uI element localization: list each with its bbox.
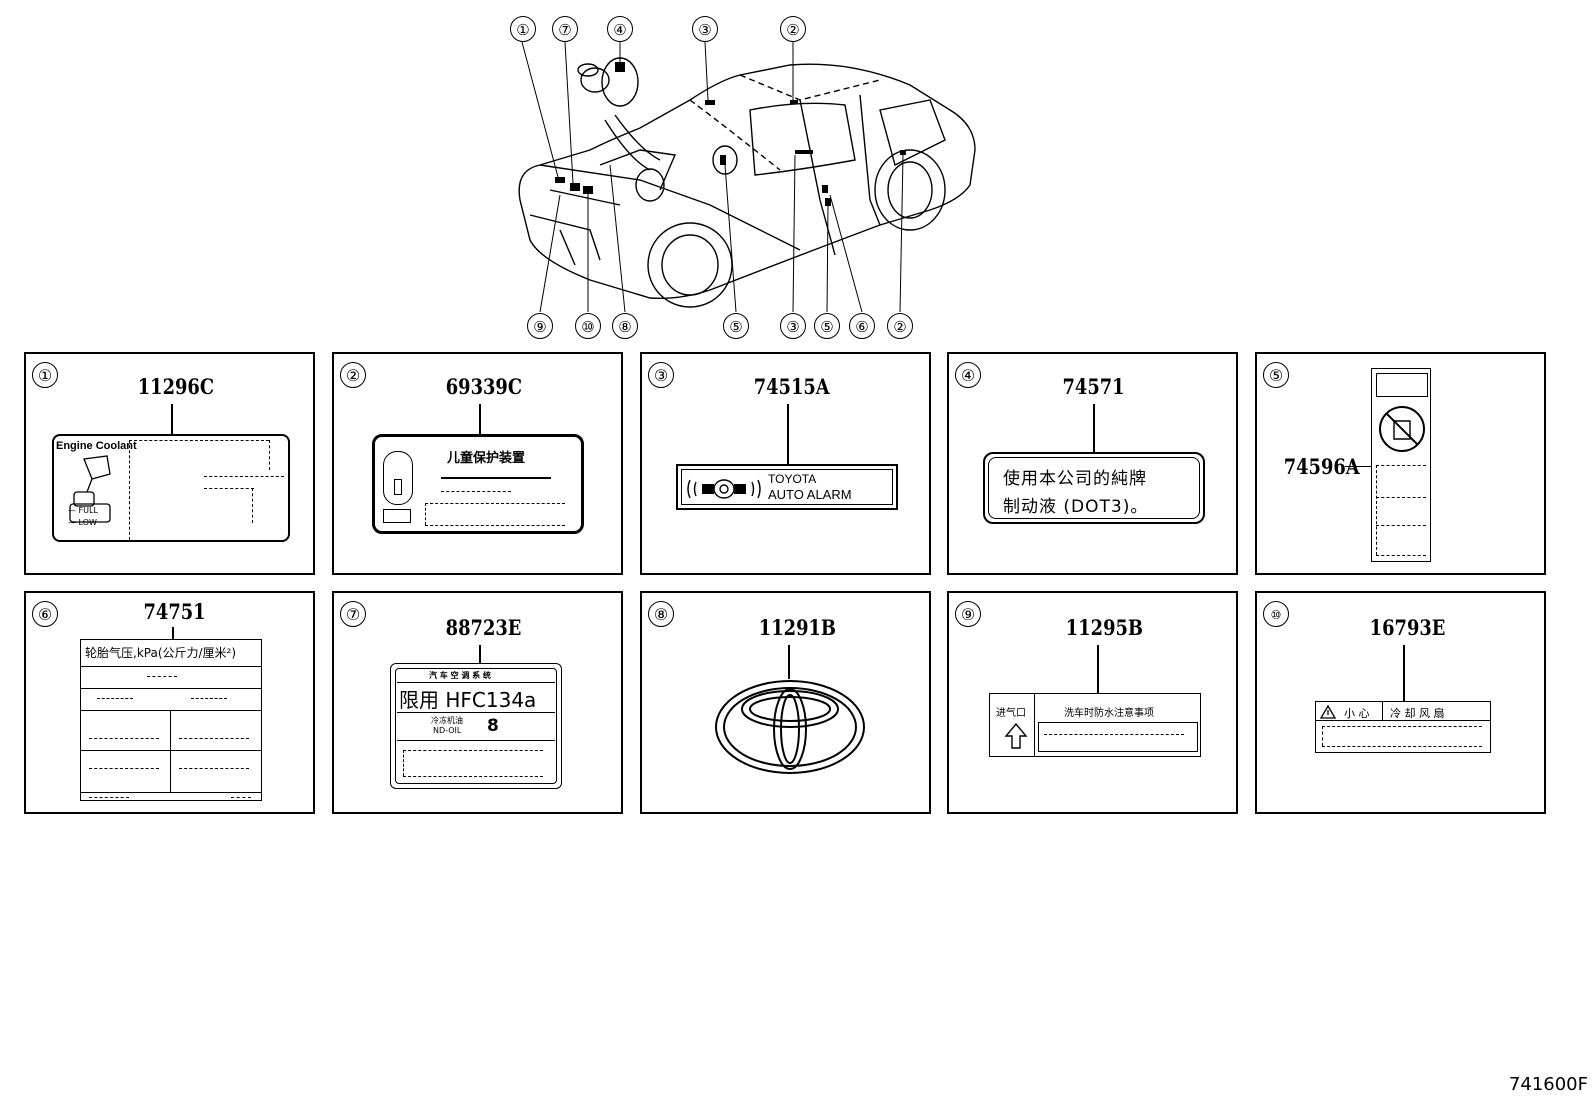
panel-number: ⑦ <box>340 601 366 627</box>
part-number: 11296C <box>137 374 215 399</box>
callout-bottom-9: ⑨ <box>527 313 553 339</box>
brake-fluid-line2: 制动液 (DOT3)。 <box>1003 497 1149 517</box>
cooling-fan-text: 冷 却 风 扇 <box>1390 707 1445 720</box>
brake-fluid-label: 使用本公司的純牌 制动液 (DOT3)。 <box>983 452 1205 524</box>
callout-top-1: ① <box>510 16 536 42</box>
part-number: 74751 <box>143 599 206 624</box>
panel-number: ⑨ <box>955 601 981 627</box>
panel-number: ④ <box>955 362 981 388</box>
callout-bottom-8: ⑧ <box>612 313 638 339</box>
callout-bottom-5a: ⑤ <box>723 313 749 339</box>
panel-8: ⑧ 11291B <box>640 591 931 814</box>
callout-top-3: ③ <box>692 16 718 42</box>
up-arrow-icon <box>1004 722 1028 749</box>
air-intake-right: 洗车时防水注意事项 <box>1064 708 1154 719</box>
panel-5: ⑤ 74596A <box>1255 352 1546 575</box>
callout-top-2: ② <box>780 16 806 42</box>
panel-9: ⑨ 11295B 进气口 洗车时防水注意事项 <box>947 591 1238 814</box>
coolant-title: Engine Coolant <box>56 440 137 452</box>
callout-top-7: ⑦ <box>552 16 578 42</box>
air-intake-left: 进气口 <box>996 708 1026 719</box>
warning-triangle-icon <box>1320 705 1336 719</box>
part-number: 16793E <box>1369 615 1446 640</box>
panel-3: ③ 74515A TOYOTA AUTO ALARM <box>640 352 931 575</box>
coolant-label: Engine Coolant — FULL — LOW <box>52 434 290 542</box>
tire-pressure-label: 轮胎气压,kPa(公斤力/厘米²) <box>80 639 262 801</box>
panel-number: ③ <box>648 362 674 388</box>
callout-bottom-10: ⑩ <box>575 313 601 339</box>
coolant-full: — FULL <box>68 506 98 515</box>
ac-sub-text: 冷冻机油 <box>431 716 463 725</box>
ac-oil-text: ND-OIL <box>433 726 462 735</box>
coolant-pour-icon <box>69 455 111 523</box>
car-illustration <box>518 41 976 313</box>
ac-top-text: 汽 车 空 调 系 统 <box>429 671 491 680</box>
child-lock-label: 儿童保护装置 <box>372 434 584 534</box>
alarm-line2: AUTO ALARM <box>768 487 852 502</box>
panel-10: ⑩ 16793E 小 心 冷 却 风 扇 <box>1255 591 1546 814</box>
callout-top-4: ④ <box>607 16 633 42</box>
ac-oil-number: 8 <box>487 716 499 736</box>
callout-bottom-5b: ⑤ <box>814 313 840 339</box>
panel-1: ① 11296C Engine Coolant — FULL — LOW <box>24 352 315 575</box>
no-child-seat-icon <box>1379 406 1425 452</box>
toyota-emblem <box>715 680 865 774</box>
ac-main-text: 限用 HFC134a <box>399 688 537 712</box>
panel-2: ② 69339C 儿童保护装置 <box>332 352 623 575</box>
alarm-line1: TOYOTA <box>768 472 817 486</box>
part-number: 88723E <box>445 615 522 640</box>
warning-strip-label <box>1371 368 1431 562</box>
tire-pressure-header: 轮胎气压,kPa(公斤力/厘米²) <box>85 646 237 660</box>
alarm-label: TOYOTA AUTO ALARM <box>676 464 898 510</box>
part-number: 11295B <box>1065 615 1144 640</box>
part-number: 74571 <box>1062 374 1125 399</box>
callout-bottom-2: ② <box>887 313 913 339</box>
callout-bottom-6: ⑥ <box>849 313 875 339</box>
panel-number: ⑧ <box>648 601 674 627</box>
brake-fluid-line1: 使用本公司的純牌 <box>1003 469 1147 489</box>
panel-number: ① <box>32 362 58 388</box>
cooling-fan-label: 小 心 冷 却 风 扇 <box>1315 701 1491 753</box>
panel-number: ② <box>340 362 366 388</box>
part-number: 74515A <box>753 374 830 399</box>
panel-number: ⑥ <box>32 601 58 627</box>
part-number: 11291B <box>758 615 837 640</box>
ac-refrigerant-label: 汽 车 空 调 系 统 限用 HFC134a 冷冻机油 ND-OIL 8 <box>390 663 562 789</box>
alarm-icon <box>687 479 761 499</box>
cooling-fan-caution: 小 心 <box>1344 707 1370 720</box>
panel-4: ④ 74571 使用本公司的純牌 制动液 (DOT3)。 <box>947 352 1238 575</box>
panel-7: ⑦ 88723E 汽 车 空 调 系 统 限用 HFC134a 冷冻机油 ND-… <box>332 591 623 814</box>
coolant-low: — LOW <box>68 518 97 527</box>
child-lock-text: 儿童保护装置 <box>447 451 526 466</box>
part-number: 69339C <box>445 374 523 399</box>
callout-bottom-3: ③ <box>780 313 806 339</box>
panel-number: ⑤ <box>1263 362 1289 388</box>
panel-6: ⑥ 74751 轮胎气压,kPa(公斤力/厘米²) <box>24 591 315 814</box>
diagram-code: 741600F <box>1508 1074 1588 1095</box>
panel-number: ⑩ <box>1263 601 1289 627</box>
air-intake-label: 进气口 洗车时防水注意事项 <box>989 693 1201 757</box>
